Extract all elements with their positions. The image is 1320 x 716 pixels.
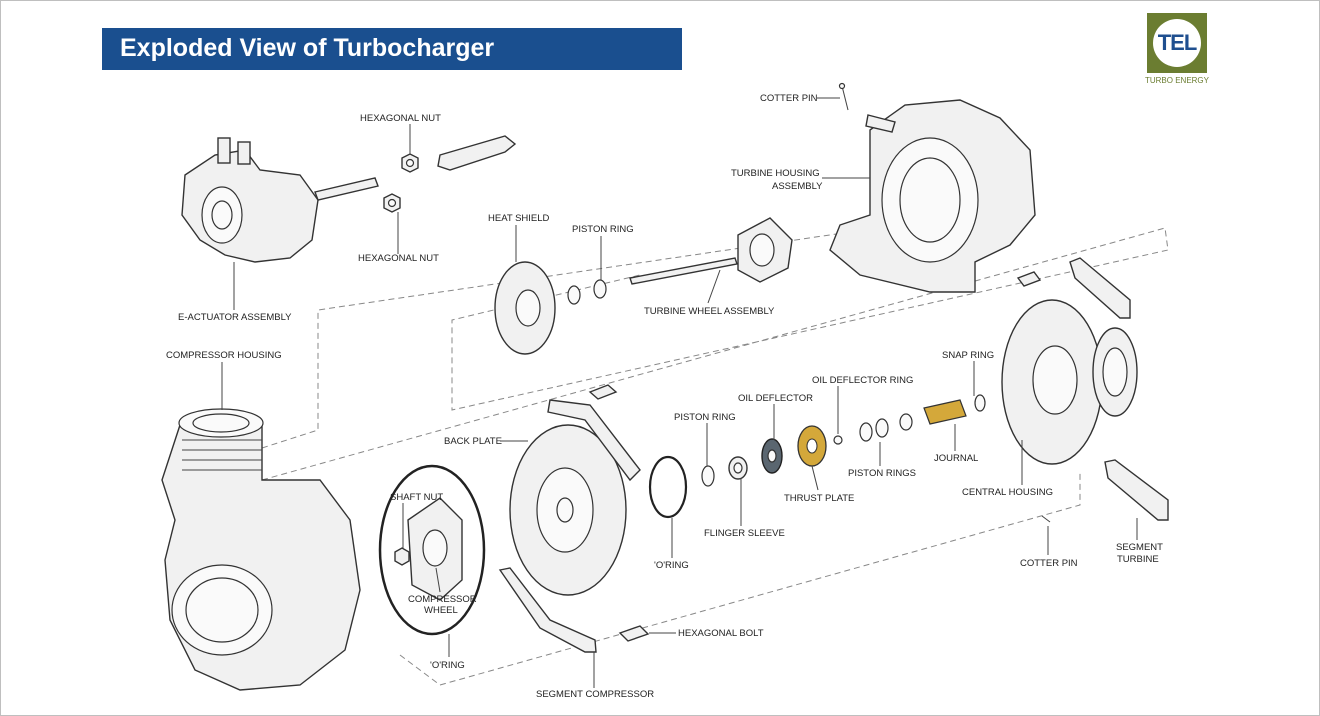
compressor-housing bbox=[161, 408, 361, 691]
heat-shield bbox=[494, 261, 556, 355]
flinger-sleeve bbox=[728, 456, 748, 480]
label-piston-ring-mid: PISTON RING bbox=[674, 412, 736, 423]
label-flinger-sleeve: FLINGER SLEEVE bbox=[704, 528, 785, 539]
label-journal: JOURNAL bbox=[934, 453, 978, 464]
central-housing bbox=[1001, 299, 1138, 465]
piston-ring-mid bbox=[701, 465, 715, 487]
journal bbox=[923, 399, 967, 425]
back-plate bbox=[509, 399, 641, 596]
cotter-pin-bottom bbox=[1041, 515, 1051, 523]
e-actuator-assembly bbox=[181, 137, 379, 263]
label-segment-turbine-line1: SEGMENT bbox=[1116, 542, 1163, 553]
label-oil-deflector: OIL DEFLECTOR bbox=[738, 393, 813, 404]
piston-ring-top-pair bbox=[567, 279, 607, 305]
label-hexagonal-bolt: HEXAGONAL BOLT bbox=[678, 628, 764, 639]
snap-ring bbox=[974, 394, 986, 412]
hexagonal-nut-bottom bbox=[383, 193, 401, 213]
shaft-nut bbox=[394, 547, 410, 566]
logo-text: TEL bbox=[1157, 30, 1198, 55]
label-compressor-wheel-line1: COMPRESSOR bbox=[408, 594, 477, 605]
label-segment-turbine-line2: TURBINE bbox=[1117, 554, 1159, 565]
label-o-ring-bottom: 'O'RING bbox=[430, 660, 465, 671]
label-shaft-nut: SHAFT NUT bbox=[390, 492, 443, 503]
hexagonal-bolt-right bbox=[1016, 271, 1042, 287]
title-bar: Exploded View of Turbocharger bbox=[102, 28, 682, 70]
assembly-axis-lines bbox=[261, 209, 1169, 686]
tel-logo: TEL bbox=[1147, 13, 1207, 73]
label-segment-compressor: SEGMENT COMPRESSOR bbox=[536, 689, 654, 700]
logo-subtitle: TURBO ENERGY bbox=[1144, 76, 1209, 85]
label-compressor-wheel-line2: WHEEL bbox=[424, 605, 458, 616]
hexagonal-nut-top bbox=[401, 153, 419, 173]
oil-deflector-ring bbox=[833, 435, 843, 445]
label-hexagonal-nut-top: HEXAGONAL NUT bbox=[360, 113, 441, 124]
turbine-wheel-assembly bbox=[629, 217, 793, 285]
actuator-link-rod bbox=[437, 135, 517, 171]
o-ring-bottom bbox=[378, 464, 486, 636]
label-piston-rings: PISTON RINGS bbox=[848, 468, 916, 479]
segment-compressor bbox=[498, 567, 597, 653]
label-back-plate: BACK PLATE bbox=[444, 436, 502, 447]
cotter-pin-top bbox=[838, 82, 849, 111]
hexagonal-bolt-bottom bbox=[618, 625, 650, 642]
oil-deflector bbox=[761, 438, 783, 474]
logo-circle: TEL bbox=[1153, 19, 1201, 67]
label-e-actuator-assembly: E-ACTUATOR ASSEMBLY bbox=[178, 312, 292, 323]
hexagonal-bolt-top bbox=[588, 384, 618, 400]
label-turbine-housing-line2: ASSEMBLY bbox=[772, 181, 823, 192]
piston-ring-small bbox=[899, 413, 913, 431]
label-heat-shield: HEAT SHIELD bbox=[488, 213, 550, 224]
o-ring-mid bbox=[648, 455, 688, 519]
turbine-housing-assembly bbox=[829, 99, 1036, 293]
label-piston-ring-top: PISTON RING bbox=[572, 224, 634, 235]
page-title: Exploded View of Turbocharger bbox=[120, 34, 495, 62]
label-o-ring-mid: 'O'RING bbox=[654, 560, 689, 571]
segment-turbine-bottom bbox=[1104, 459, 1169, 521]
compressor-wheel bbox=[407, 497, 463, 601]
segment-turbine-top bbox=[1069, 257, 1131, 319]
label-central-housing: CENTRAL HOUSING bbox=[962, 487, 1053, 498]
label-oil-deflector-ring: OIL DEFLECTOR RING bbox=[812, 375, 913, 386]
part-labels: COTTER PIN HEXAGONAL NUT HEXAGONAL NUT T… bbox=[166, 93, 1163, 700]
label-cotter-pin-top: COTTER PIN bbox=[760, 93, 818, 104]
label-compressor-housing: COMPRESSOR HOUSING bbox=[166, 350, 282, 361]
piston-rings-pair bbox=[859, 418, 889, 442]
label-turbine-wheel-assembly: TURBINE WHEEL ASSEMBLY bbox=[644, 306, 775, 317]
label-turbine-housing-line1: TURBINE HOUSING bbox=[731, 168, 820, 179]
thrust-plate bbox=[797, 425, 827, 467]
label-cotter-pin-bottom: COTTER PIN bbox=[1020, 558, 1078, 569]
leader-lines bbox=[221, 97, 1138, 688]
label-hexagonal-nut-bottom: HEXAGONAL NUT bbox=[358, 253, 439, 264]
label-snap-ring: SNAP RING bbox=[942, 350, 994, 361]
label-thrust-plate: THRUST PLATE bbox=[784, 493, 854, 504]
